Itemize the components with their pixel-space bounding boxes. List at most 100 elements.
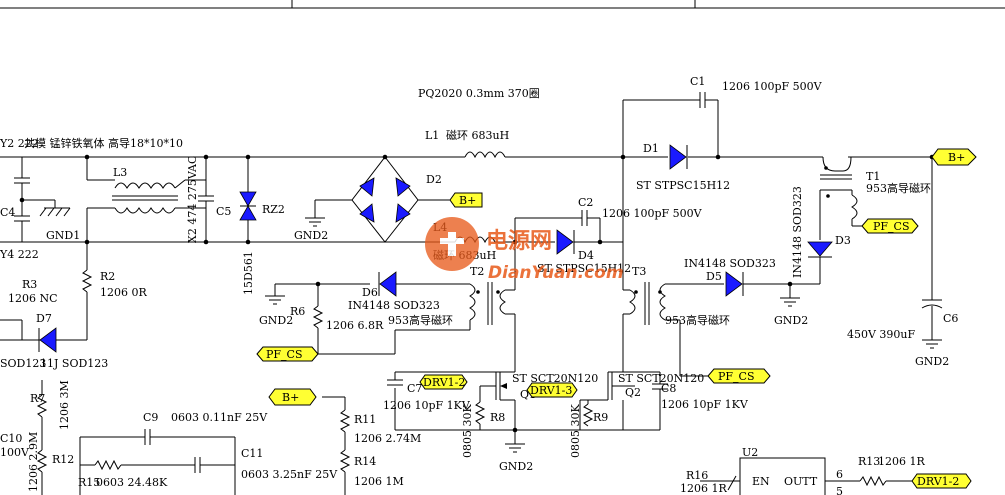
label-c4: C4 — [0, 206, 15, 219]
component-labels: PQ2020 0.3mm 370圈 C1 1206 100pF 500V L1 … — [0, 75, 958, 495]
label-r9: R9 — [593, 411, 608, 424]
label-t2: T2 — [470, 265, 484, 278]
label-r15: R15 — [78, 476, 100, 489]
svg-text:DRV1-2: DRV1-2 — [423, 376, 465, 389]
net-flag-drv13: DRV1-3 — [526, 382, 578, 398]
label-c10: C10 — [0, 432, 22, 445]
label-r12v: 1206 2.9M — [27, 432, 40, 492]
label-c9: C9 — [143, 411, 158, 424]
transformer-t3 — [622, 242, 724, 376]
label-c1v: 1206 100pF 500V — [722, 80, 823, 93]
net-flag-drv12-a: DRV1-2 — [419, 374, 468, 390]
label-outt: OUTT — [784, 475, 818, 488]
label-d4: D4 — [578, 249, 594, 262]
snubber-c2 — [514, 210, 601, 242]
label-r7: R7 — [30, 392, 45, 405]
label-q1v: ST SCT20N120 — [512, 372, 598, 385]
label-d2: D2 — [426, 173, 442, 186]
input-rail-top — [0, 154, 935, 160]
watermark-cn: 电源网 — [486, 229, 552, 254]
label-d6: D6 — [362, 286, 378, 299]
diode-d5 — [725, 271, 820, 307]
label-d7v: 11J SOD123 — [40, 357, 108, 370]
watermark-en: DianYuan.com — [488, 263, 624, 283]
choke-l3 — [86, 157, 207, 242]
net-flag-bplus-3: B+ — [268, 388, 317, 406]
ic-u2 — [700, 457, 912, 495]
label-q2v: ST SCT20N120 — [618, 372, 704, 385]
label-r11: R11 — [354, 413, 376, 426]
label-r9v: 0805 30K — [569, 404, 582, 458]
net-flag-bplus-2: B+ — [449, 192, 483, 208]
label-r7v: 1206 3M — [58, 380, 71, 430]
label-r16v: 1206 1R — [680, 482, 727, 495]
label-pin6: 6 — [836, 468, 843, 481]
label-c8v: 1206 10pF 1KV — [661, 398, 749, 411]
label-l1v: 磁环 683uH — [446, 129, 509, 142]
label-c2: C2 — [578, 196, 593, 209]
svg-text:DRV1-2: DRV1-2 — [917, 475, 959, 488]
mosfet-q2 — [579, 371, 635, 430]
snubber-c1 — [622, 92, 719, 157]
label-gnd2e: GND2 — [499, 460, 533, 473]
bridge-rectifier-d2 — [305, 156, 450, 243]
label-d7: D7 — [36, 312, 52, 325]
net-flag-pfcs-3: PF_CS — [680, 368, 771, 384]
label-gnd1: GND1 — [46, 229, 80, 242]
net-flag-bplus-1: B+ — [931, 148, 977, 166]
label-pin5: 5 — [836, 485, 843, 495]
title-frame — [0, 0, 1005, 9]
label-q2: Q2 — [625, 386, 641, 399]
label-c11v: 0603 3.25nF 25V — [241, 468, 338, 481]
label-d6v: IN4148 SOD323 — [348, 299, 440, 312]
label-c8: C8 — [661, 382, 676, 395]
label-r13v: 1206 1R — [878, 455, 925, 468]
svg-text:PF_CS: PF_CS — [718, 370, 755, 383]
label-r6v: 1206 6.8R — [326, 319, 384, 332]
label-r6: R6 — [290, 305, 305, 318]
label-c9v: 0603 0.11nF 25V — [171, 411, 268, 424]
label-c6v: 450V 390uF — [847, 328, 916, 341]
label-y2: Y2 222 — [0, 137, 39, 150]
label-r2: R2 — [100, 270, 115, 283]
label-r3: R3 — [22, 278, 37, 291]
label-t3: T3 — [632, 265, 646, 278]
label-r15v: 0603 24.48K — [96, 476, 168, 489]
label-r2v: 1206 0R — [100, 286, 147, 299]
label-rz2: RZ2 — [262, 203, 285, 216]
label-gnd2a: GND2 — [294, 229, 328, 242]
label-l1: L1 — [425, 129, 439, 142]
label-c2v: 1206 100pF 500V — [602, 207, 703, 220]
label-t3v: 953高导磁环 — [665, 313, 730, 327]
label-d5: D5 — [706, 270, 722, 283]
label-en: EN — [752, 475, 770, 488]
label-r16: R16 — [686, 469, 708, 482]
transformer-t2 — [318, 242, 516, 372]
svg-text:DRV1-3: DRV1-3 — [530, 384, 572, 397]
label-c5: C5 — [216, 205, 231, 218]
label-r11v: 1206 2.74M — [354, 432, 421, 445]
label-pq: PQ2020 0.3mm 370圈 — [418, 87, 540, 100]
diode-d1 — [669, 144, 688, 170]
watermark-logo: 电源网 DianYuan.com — [425, 217, 624, 283]
label-c11: C11 — [241, 447, 263, 460]
label-r13: R13 — [858, 455, 880, 468]
resistor-r2 — [81, 242, 93, 340]
label-d4v: ST STPSC15H12 — [537, 262, 631, 275]
label-l3: L3 — [113, 166, 127, 179]
resistor-r8 — [474, 386, 486, 430]
label-gnd2b: GND2 — [259, 314, 293, 327]
label-gnd2c: GND2 — [774, 314, 808, 327]
label-r12: R12 — [52, 453, 74, 466]
label-d1: D1 — [643, 142, 659, 155]
capacitor-c7 — [387, 371, 660, 431]
diode-d3 — [807, 241, 833, 284]
label-d1v: ST STPSC15H12 — [636, 179, 730, 192]
label-c7: C7 — [407, 382, 422, 395]
y-capacitors — [14, 157, 71, 242]
net-flag-pfcs-2: PF_CS — [256, 346, 319, 362]
gnd-symbol-q — [505, 430, 525, 453]
capacitor-c8 — [623, 371, 668, 430]
